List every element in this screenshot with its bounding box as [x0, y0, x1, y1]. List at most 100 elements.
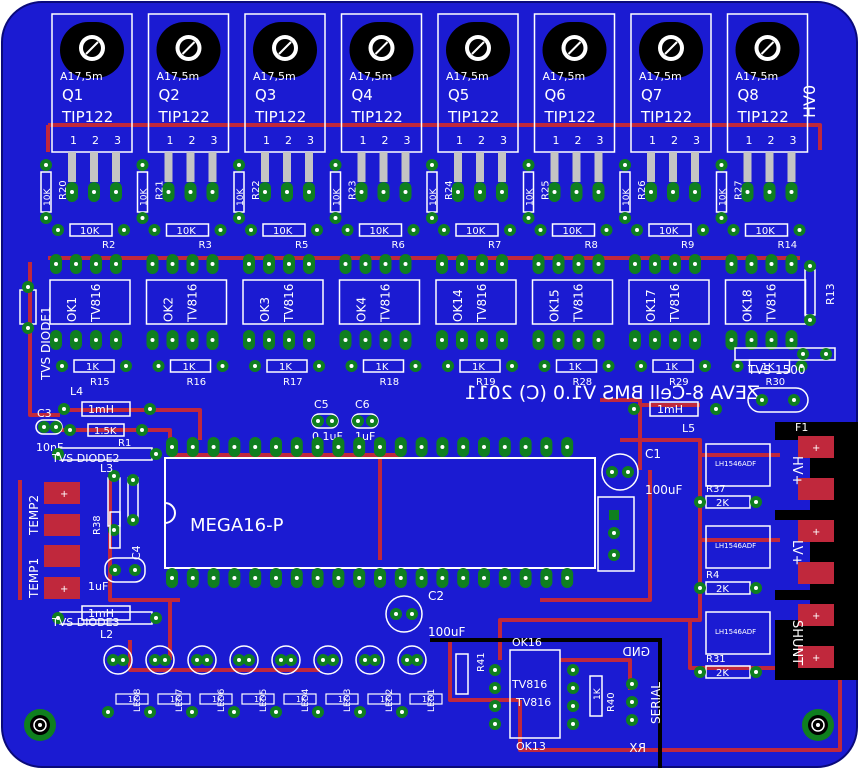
opto-ref: OK3	[258, 297, 272, 322]
svg-text:+: +	[812, 653, 820, 664]
resistor-ref: R23	[348, 180, 359, 200]
led-resistor-value: 1K	[296, 695, 307, 704]
resistor-ref: R6	[392, 240, 405, 251]
c2-label: C2	[428, 589, 444, 603]
resistor-ref: R19	[476, 377, 496, 388]
resistor-ref: R21	[155, 180, 166, 200]
tv816-a-label: TV816	[511, 678, 547, 691]
resistor-ref: R29	[669, 377, 689, 388]
ok13-label: OK13	[516, 740, 546, 753]
r1-label: R1	[118, 438, 131, 449]
temp1-label: TEMP1	[27, 558, 41, 599]
resistor-r24: 10K R24	[426, 159, 455, 224]
led-resistor-value: 1K	[422, 695, 433, 704]
right-cap	[747, 387, 809, 413]
resistor-ref: R26	[637, 180, 648, 200]
pin-number: 2	[189, 134, 196, 147]
transistor-name: Q7	[641, 86, 662, 104]
r40-value: 1K	[593, 687, 603, 700]
r38-resistor: R38	[92, 511, 121, 549]
opto-part: TV816	[475, 284, 489, 323]
pin-number: 1	[456, 134, 463, 147]
heatsink-label: A17,5m	[350, 70, 393, 83]
resistor-value: 10K	[466, 226, 486, 237]
serial-label: SERIAL	[649, 682, 663, 724]
r4-label: R4	[706, 570, 719, 581]
l4-value: 1mH	[88, 403, 114, 416]
c5-label: C5	[314, 398, 329, 411]
resistor-value: 10K	[756, 226, 776, 237]
opto-ref: OK4	[355, 297, 369, 322]
svg-text:+: +	[60, 489, 68, 500]
resistor-value: 1K	[569, 362, 582, 373]
resistor-value: 1K	[762, 362, 775, 373]
heatsink-label: A17,5m	[60, 70, 103, 83]
resistor-value: 10K	[140, 188, 150, 206]
resistor-value: 10K	[429, 188, 439, 206]
resistor-value: 1K	[183, 362, 196, 373]
transistor-part: TIP122	[254, 108, 306, 126]
opto-part: TV816	[765, 284, 779, 323]
c3-label: C3	[37, 407, 52, 420]
r4-value: 2K	[716, 584, 729, 595]
svg-text:+: +	[60, 584, 68, 595]
opto-ref: OK1	[65, 297, 79, 322]
svg-text:+: +	[812, 611, 820, 622]
resistor-value: 10K	[526, 188, 536, 206]
resistor-ref: R8	[585, 240, 598, 251]
temp2-label: TEMP2	[27, 495, 41, 536]
r1-value: 1.5K	[94, 426, 117, 437]
resistor-value: 10K	[177, 226, 197, 237]
resistor-ref: R5	[295, 240, 308, 251]
l5-value: 1mH	[657, 403, 683, 416]
pin-number: 1	[553, 134, 560, 147]
c4-value: 1uF	[88, 580, 108, 593]
resistor-ref: R25	[541, 180, 552, 200]
led-ref: LED7	[175, 689, 185, 712]
resistor-ref: R28	[573, 377, 593, 388]
temp2-connector: + TEMP2	[27, 482, 80, 536]
opto-part: TV816	[668, 284, 682, 323]
opto-ref: OK14	[451, 289, 465, 322]
resistor-ref: R27	[734, 180, 745, 200]
transistor-part: TIP122	[737, 108, 789, 126]
r37-label: R37	[706, 484, 726, 495]
c1-label: C1	[645, 447, 661, 461]
ok16-label: OK16	[512, 636, 542, 649]
resistor-value: 1K	[472, 362, 485, 373]
led-ref: LED6	[217, 688, 227, 712]
resistor-value: 10K	[43, 188, 53, 206]
regulator	[597, 496, 635, 572]
mcu-label: MEGA16-P	[190, 515, 284, 536]
pin-number: 3	[307, 134, 314, 147]
led-resistor-value: 1K	[170, 695, 181, 704]
opto-ref: OK17	[644, 289, 658, 322]
transistor-name: Q4	[352, 86, 373, 104]
led-ref: LED4	[301, 688, 311, 712]
relay-lv: LH1546ADF R4 2K	[694, 525, 771, 595]
r40-label: R40	[606, 692, 617, 712]
l5-inductor: 1mH L5	[628, 401, 722, 435]
svg-text:+: +	[812, 443, 820, 454]
mounting-hole-left	[24, 709, 56, 741]
relay-shunt-label: LH1546ADF	[715, 628, 756, 636]
resistor-ref: R24	[444, 180, 455, 200]
